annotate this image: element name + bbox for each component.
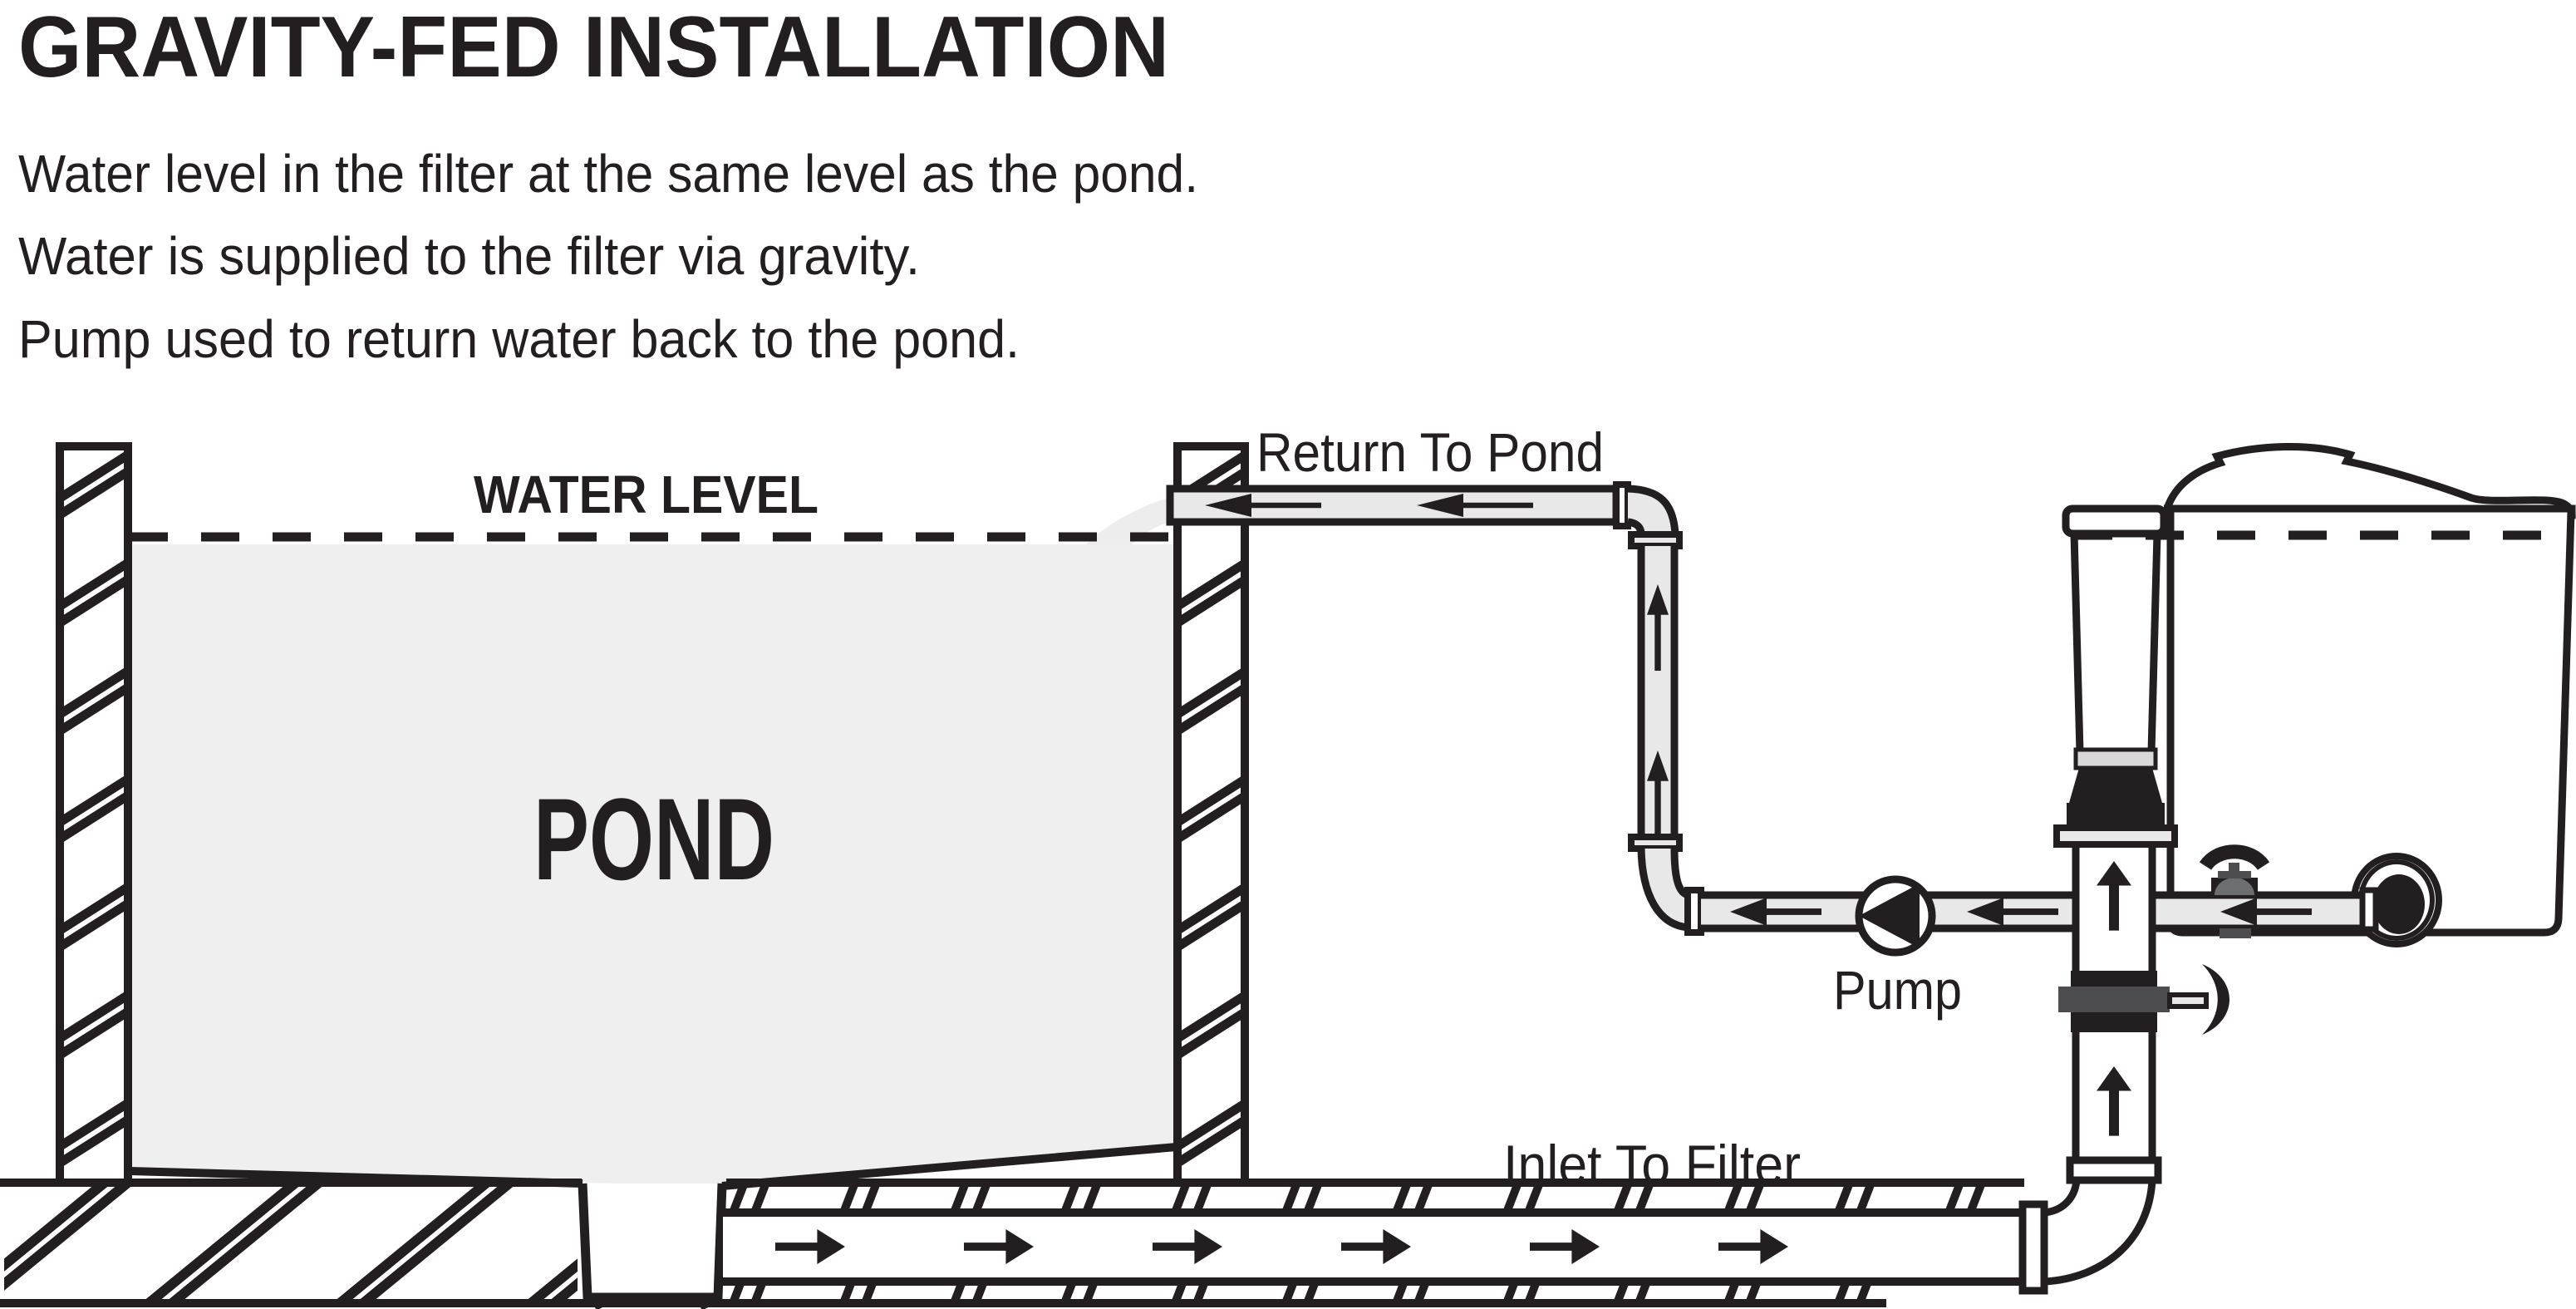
standpipe-collar-band bbox=[2067, 803, 2165, 828]
union-valve-stem bbox=[2167, 992, 2209, 1009]
return-line bbox=[1166, 481, 1704, 936]
vessel-lid-dome bbox=[2161, 442, 2576, 519]
slab-hatch-left bbox=[4, 1187, 578, 1299]
page-title: GRAVITY-FED INSTALLATION bbox=[18, 0, 1169, 96]
standpipe-body bbox=[2070, 529, 2161, 756]
pump-line-flange bbox=[1684, 887, 1704, 936]
return-collar-bottom bbox=[1628, 834, 1683, 852]
gate-valve-dome bbox=[2215, 878, 2254, 895]
waterfall bbox=[1084, 497, 1171, 546]
gate-valve-lower-block bbox=[2220, 928, 2251, 938]
description-line-3: Pump used to return water back to the po… bbox=[18, 309, 1020, 369]
return-lower-elbow bbox=[1641, 849, 1689, 928]
riser-elbow-collar bbox=[2066, 1156, 2162, 1184]
standpipe-flange bbox=[2053, 824, 2178, 848]
standpipe-collar-taper bbox=[2069, 768, 2162, 803]
description-line-2: Water is supplied to the filter via grav… bbox=[18, 226, 920, 286]
inlet-elbow-flange bbox=[2018, 1200, 2048, 1295]
gate-valve-handle bbox=[2199, 844, 2270, 871]
bottom-drain bbox=[578, 1183, 727, 1309]
vessel-body bbox=[2170, 509, 2571, 933]
pond-label: POND bbox=[533, 774, 774, 904]
gate-valve-neck bbox=[2218, 871, 2251, 878]
return-collar-top bbox=[1628, 531, 1683, 549]
gate-valve-stem bbox=[2229, 863, 2239, 873]
standpipe-ring-light bbox=[2073, 747, 2158, 770]
inlet-to-filter-label: Inlet To Filter bbox=[1503, 1134, 1801, 1195]
pond-left-wall bbox=[56, 442, 132, 1187]
standpipe-rim bbox=[2062, 504, 2168, 538]
return-to-pond-label: Return To Pond bbox=[1256, 421, 1604, 483]
gate-valve bbox=[2199, 844, 2270, 938]
outlet-connector bbox=[2359, 887, 2379, 933]
inlet-riser-elbow bbox=[2043, 1179, 2156, 1286]
left-wall-hatch bbox=[64, 451, 124, 1166]
return-elbow-flange bbox=[1613, 481, 1631, 529]
filter-standpipe bbox=[2053, 504, 2178, 848]
pump-impeller-triangle bbox=[1859, 883, 1920, 948]
pond-water bbox=[130, 544, 1176, 1186]
description-line-1: Water level in the filter at the same le… bbox=[18, 144, 1198, 204]
riser-union-valve bbox=[2058, 964, 2229, 1035]
pump-label: Pump bbox=[1833, 959, 1962, 1021]
drain-feet-ticks bbox=[593, 1294, 723, 1309]
water-level-label: WATER LEVEL bbox=[474, 465, 819, 524]
filter-vessel bbox=[2161, 442, 2576, 937]
pond-right-wall bbox=[1173, 442, 1249, 1187]
slab-hatch-upper-band bbox=[726, 1183, 2024, 1213]
union-valve-handle bbox=[2202, 964, 2229, 1035]
pump-symbol bbox=[1855, 875, 1936, 957]
